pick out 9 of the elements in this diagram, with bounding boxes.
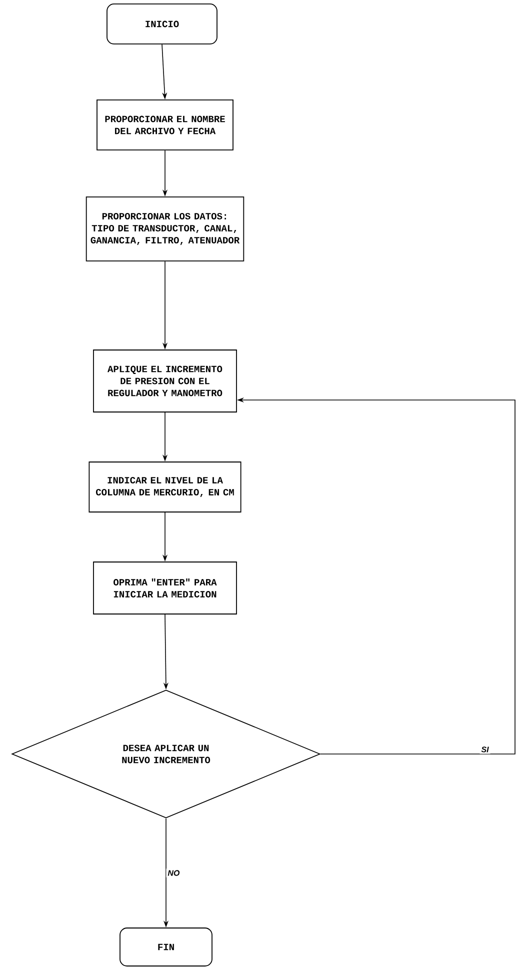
process-box: OPRIMA "ENTER" PARA INICIAR LA MEDICION xyxy=(93,562,237,614)
terminal-box: INICIO xyxy=(106,4,218,44)
terminal-box: FIN xyxy=(120,928,212,966)
edge-label: SI xyxy=(480,745,490,754)
process-box: PROPORCIONAR LOS DATOS: TIPO DE TRANSDUCTOR, CANAL, GANANCIA, FILTRO, ATENUADOR xyxy=(86,196,244,262)
process-box: PROPORCIONAR EL NOMBRE DEL ARCHIVO Y FECHA xyxy=(96,100,234,150)
process-box: INDICAR EL NIVEL DE LA COLUMNA DE MERCURIO, EN CM xyxy=(88,462,242,512)
edge-label: NO xyxy=(166,868,182,878)
process-box: APLIQUE EL INCREMENTO DE PRESION CON EL REGULADOR Y MANOMETRO xyxy=(93,350,237,412)
